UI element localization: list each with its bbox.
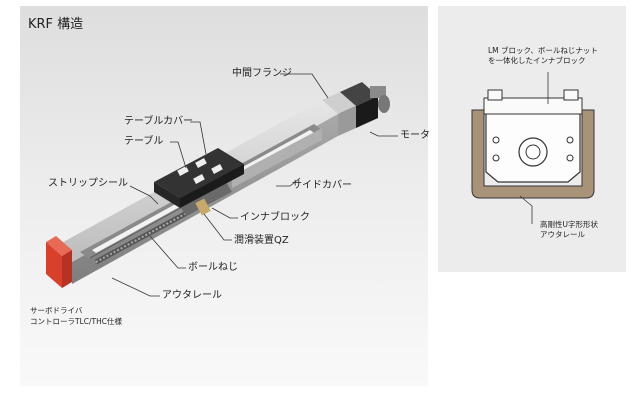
label-middle-flange: 中間フランジ (232, 68, 292, 79)
side-cover (232, 128, 322, 188)
table (154, 148, 244, 208)
leader-lines (111, 73, 398, 297)
detail-bottom-label-line1: 高剛性U字形形状 (540, 220, 598, 229)
page-title: KRF 構造 (28, 17, 84, 32)
label-table-cover: テーブルカバー (124, 116, 194, 127)
label-servo-driver-line2: コントローラTLC/THC仕様 (30, 317, 122, 326)
label-ball-screw: ボールねじ (188, 262, 238, 273)
detail-leader-lines (519, 72, 549, 224)
table-cover-marker (195, 158, 207, 168)
label-side-cover: サイドカバー (292, 180, 352, 191)
middle-flange (322, 92, 356, 136)
detail-top-label-line2: を一体化したインナブロック (488, 56, 586, 65)
ball-screw (94, 205, 198, 265)
table-cover-marker (211, 164, 223, 174)
detail-top-label-line1: LM ブロック、ボールねじナット (488, 46, 598, 55)
label-motor: モータ (400, 130, 430, 141)
label-strip-seal: ストリップシール (48, 178, 128, 189)
cross-section (471, 89, 595, 199)
detail-bottom-label-line2: アウタレール (540, 230, 585, 239)
end-cap (46, 236, 72, 288)
label-table: テーブル (124, 136, 164, 147)
label-inner-block: インナブロック (240, 212, 310, 223)
label-servo-driver-line1: サーボドライバ (30, 306, 83, 315)
table-cover-marker (177, 166, 189, 176)
u-shaped-outer-rail (471, 109, 595, 199)
label-outer-rail: アウタレール (162, 290, 222, 301)
lubricator-qz (195, 198, 211, 216)
inner-block (180, 182, 232, 216)
label-lubricator: 潤滑装置QZ (234, 235, 289, 246)
table-cover-marker (193, 174, 205, 184)
